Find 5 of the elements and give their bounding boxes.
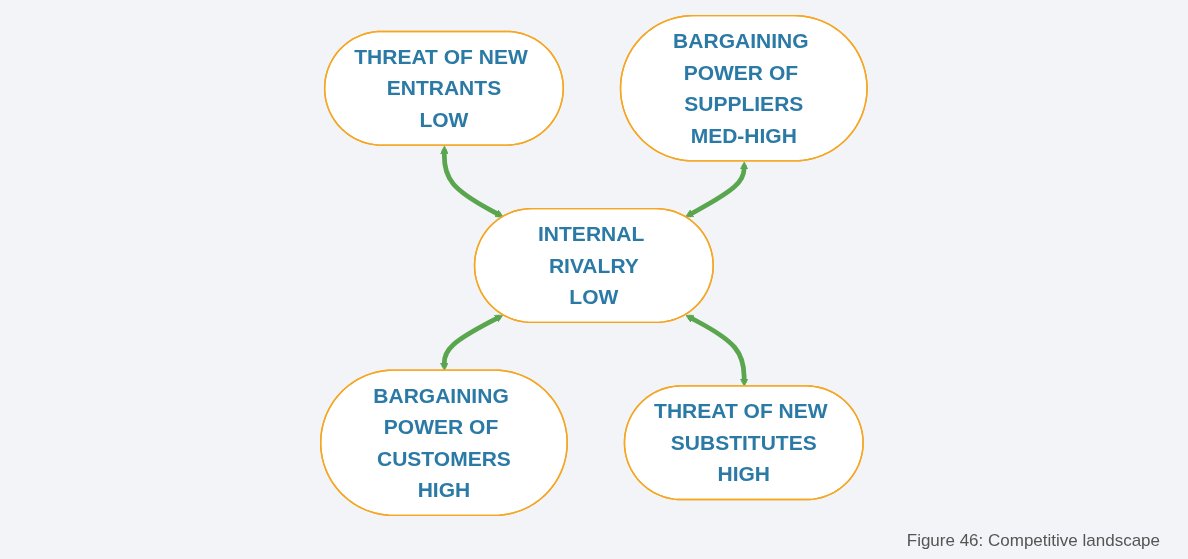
arrow <box>685 314 749 387</box>
arrow <box>685 161 749 218</box>
arrow <box>440 314 504 371</box>
arrow <box>440 145 504 218</box>
figure-caption: Figure 46: Competitive landscape <box>906 531 1160 551</box>
